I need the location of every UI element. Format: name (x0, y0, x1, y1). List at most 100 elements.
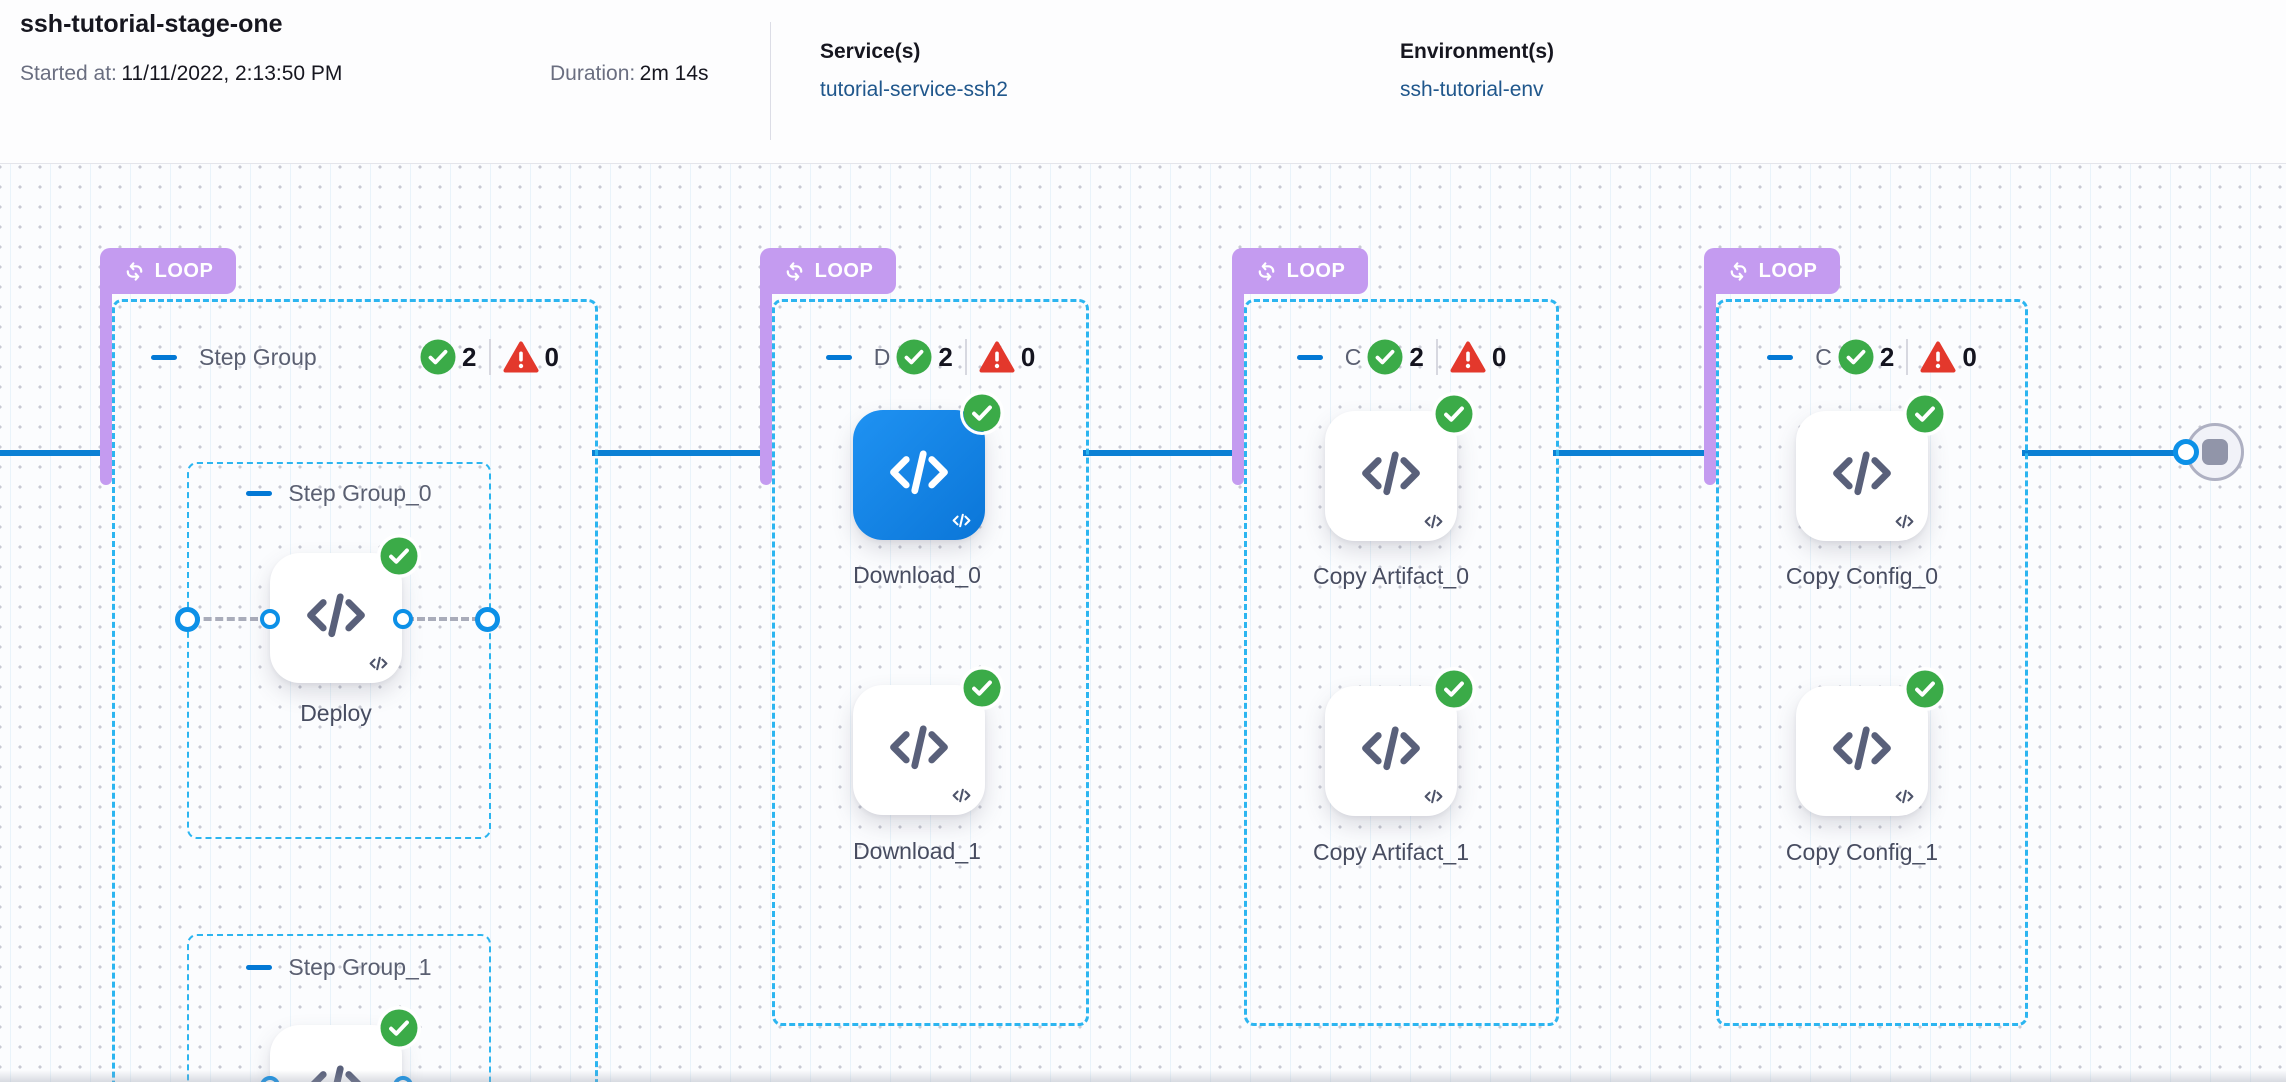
step-label: Copy Config_1 (1785, 839, 1939, 865)
connection-port (393, 609, 413, 629)
services-section: Service(s) tutorial-service-ssh2 (820, 40, 1008, 102)
copy-config-group-title: C (1815, 343, 1832, 370)
failed-count: 0 (1020, 341, 1036, 372)
code-step-mini-icon (369, 656, 388, 671)
connection-port (260, 609, 280, 629)
copy-config-group-header[interactable]: C 2 0 (1719, 339, 2025, 375)
collapse-minus-icon[interactable] (1767, 354, 1794, 360)
step-label: Copy Artifact_0 (1313, 563, 1469, 589)
step-group-header[interactable]: Step Group 2 0 (115, 339, 595, 375)
success-icon (420, 339, 457, 375)
success-count: 2 (1879, 341, 1895, 372)
code-step-mini-icon (1424, 789, 1443, 804)
success-icon (1435, 670, 1473, 708)
loop-icon (126, 261, 142, 281)
code-step-icon (885, 713, 953, 781)
step-node[interactable] (270, 1025, 402, 1082)
code-step-mini-icon (952, 788, 971, 803)
success-icon (963, 669, 1001, 707)
loop-tail (100, 270, 112, 485)
step-node-copy-artifact-1[interactable] (1325, 686, 1457, 816)
stage-summary-header: ssh-tutorial-stage-one Started at: 11/11… (0, 0, 2286, 164)
count-divider (1906, 339, 1909, 375)
code-step-icon (1828, 714, 1896, 782)
step-group-1-header[interactable]: Step Group_1 (189, 954, 489, 981)
failed-icon (503, 341, 538, 373)
loop-badge: LOOP (760, 248, 896, 294)
duration-label: Duration: (550, 62, 636, 85)
success-icon (963, 394, 1001, 432)
started-at: Started at: 11/11/2022, 2:13:50 PM (20, 62, 342, 86)
loop-badge: LOOP (1704, 248, 1840, 294)
connection-port (260, 1076, 280, 1082)
step-label: Deploy (300, 700, 372, 726)
collapse-minus-icon[interactable] (1296, 354, 1323, 360)
copy-artifact-group-header[interactable]: C 2 0 (1247, 339, 1556, 375)
step-group-0-header[interactable]: Step Group_0 (189, 480, 489, 507)
connector-segment (1083, 450, 1244, 456)
collapse-minus-icon[interactable] (246, 491, 273, 496)
loop-badge-label: LOOP (1286, 259, 1346, 282)
success-count: 2 (462, 341, 477, 372)
step-node-copy-artifact-0[interactable] (1325, 411, 1457, 541)
connection-port (2173, 439, 2199, 465)
bottom-edge-shadow (0, 1070, 2286, 1082)
header-divider (770, 22, 771, 140)
connector-segment (0, 450, 112, 456)
success-icon (1906, 670, 1944, 708)
code-step-icon (1357, 714, 1425, 782)
stop-square-icon (2202, 439, 2228, 465)
success-icon (1435, 395, 1473, 433)
started-at-value: 11/11/2022, 2:13:50 PM (121, 62, 343, 85)
connection-port (175, 607, 200, 632)
failed-count: 0 (1491, 341, 1507, 372)
code-step-icon (1357, 439, 1425, 507)
code-step-mini-icon (952, 513, 971, 528)
step-node-copy-config-1[interactable] (1796, 686, 1928, 816)
service-link[interactable]: tutorial-service-ssh2 (820, 78, 1008, 101)
download-group-header[interactable]: D 2 0 (775, 339, 1086, 375)
started-at-label: Started at: (20, 62, 117, 85)
loop-icon (1258, 261, 1274, 281)
loop-icon (786, 261, 802, 281)
loop-badge: LOOP (1232, 248, 1368, 294)
download-group-container: D 2 0 (772, 299, 1089, 1026)
loop-tail (1232, 270, 1244, 485)
code-step-mini-icon (1895, 514, 1914, 529)
failed-icon (1920, 341, 1956, 373)
connector-segment (592, 450, 772, 456)
environment-link[interactable]: ssh-tutorial-env (1400, 78, 1544, 101)
step-group-container: Step Group 2 0 (112, 299, 598, 1082)
execution-graph-canvas[interactable]: LOOP Step Group 2 0 Step Group_0 (0, 163, 2286, 1082)
loop-icon (1730, 261, 1746, 281)
step-node-deploy[interactable] (270, 553, 402, 683)
success-icon (1906, 395, 1944, 433)
collapse-minus-icon[interactable] (246, 965, 273, 970)
loop-tail (1704, 270, 1716, 485)
connection-port (393, 1076, 413, 1082)
code-step-icon (302, 581, 370, 649)
collapse-minus-icon[interactable] (825, 354, 852, 360)
step-label: Download_1 (853, 838, 981, 864)
step-group-0-title: Step Group_0 (288, 480, 432, 506)
loop-badge-label: LOOP (814, 259, 874, 282)
code-step-mini-icon (1424, 514, 1443, 529)
success-count: 2 (1409, 341, 1424, 372)
count-divider (488, 339, 491, 375)
step-group-1-title: Step Group_1 (288, 954, 432, 980)
connection-port (475, 607, 500, 632)
stage-title: ssh-tutorial-stage-one (20, 10, 283, 38)
step-node-download-1[interactable] (853, 685, 985, 815)
step-node-download-0[interactable] (853, 410, 985, 540)
success-icon (1367, 339, 1404, 375)
dashed-connector (406, 617, 480, 621)
collapse-minus-icon[interactable] (151, 354, 178, 360)
step-node-copy-config-0[interactable] (1796, 411, 1928, 541)
download-group-title: D (873, 343, 891, 370)
step-label: Copy Artifact_1 (1313, 839, 1469, 865)
code-step-icon (1828, 439, 1896, 507)
success-icon (380, 537, 418, 575)
success-count: 2 (938, 341, 953, 372)
success-icon (896, 339, 933, 375)
